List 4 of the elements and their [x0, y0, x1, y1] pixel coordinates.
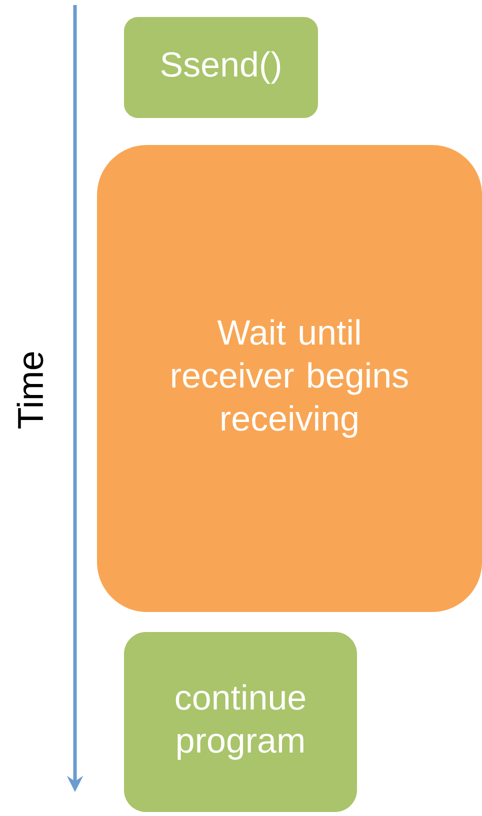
process-box: Ssend() — [124, 17, 318, 118]
process-box: continue program — [124, 632, 357, 812]
axis-label: Time — [16, 352, 44, 429]
process-box: Wait until receiver begins receiving — [97, 145, 482, 612]
